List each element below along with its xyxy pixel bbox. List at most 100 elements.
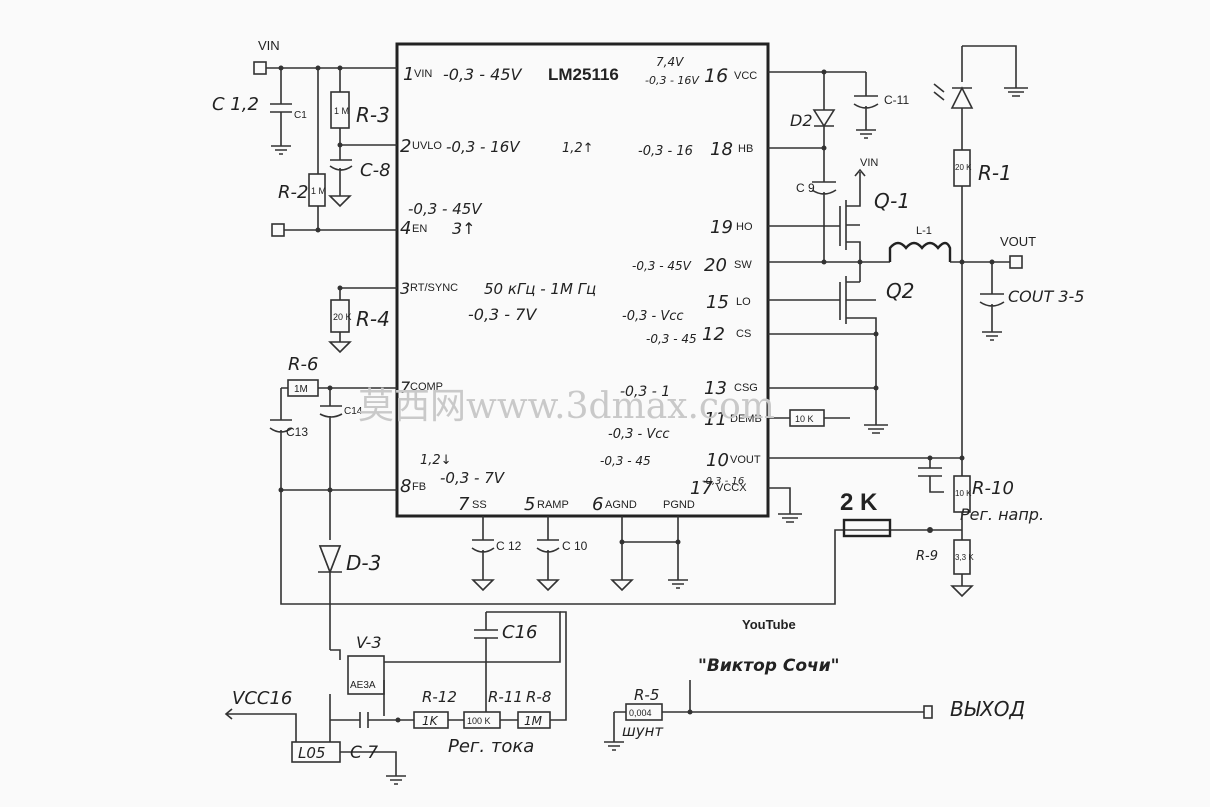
r10-label: R-10 bbox=[972, 478, 1014, 499]
ic-pin-vout: -0,3 - 45 10 VOUT bbox=[600, 450, 761, 471]
svg-text:10 K: 10 K bbox=[795, 414, 814, 424]
svg-text:1K: 1K bbox=[422, 714, 439, 728]
svg-text:-0,3 - 16: -0,3 - 16 bbox=[638, 144, 693, 159]
svg-text:20 K: 20 K bbox=[955, 163, 972, 172]
vout-label: VOUT bbox=[1000, 234, 1036, 249]
svg-text:7: 7 bbox=[400, 378, 411, 397]
q1-label: Q-1 bbox=[874, 189, 910, 213]
svg-text:0,004: 0,004 bbox=[629, 708, 652, 718]
r6-label: R-6 bbox=[288, 354, 318, 375]
svg-text:16: 16 bbox=[704, 65, 728, 87]
output-terminal bbox=[923, 705, 933, 719]
r4-label: R-4 bbox=[356, 307, 390, 331]
svg-text:10 K: 10 K bbox=[955, 489, 972, 498]
svg-text:L05: L05 bbox=[298, 744, 325, 762]
svg-text:LO: LO bbox=[736, 296, 751, 308]
svg-text:-0,3 - 16V: -0,3 - 16V bbox=[645, 74, 700, 87]
svg-text:20: 20 bbox=[704, 255, 727, 276]
svg-text:1,2↑: 1,2↑ bbox=[562, 141, 594, 156]
svg-text:-0,3 - 7V: -0,3 - 7V bbox=[468, 305, 537, 324]
svg-text:-0,3 - 16V: -0,3 - 16V bbox=[446, 138, 521, 156]
svg-text:DEMB: DEMB bbox=[730, 413, 762, 425]
ic-pin-en: -0,3 - 45V 4 EN 3↑ bbox=[400, 200, 483, 239]
c12b-label: C 12 bbox=[496, 539, 522, 553]
d3-label: D-3 bbox=[346, 551, 381, 575]
author-label: "Виктор Сочи" bbox=[698, 656, 839, 676]
v3-block bbox=[347, 655, 385, 695]
svg-text:17: 17 bbox=[690, 478, 713, 499]
svg-text:SW: SW bbox=[734, 259, 752, 271]
svg-text:-0,3 - 45V: -0,3 - 45V bbox=[443, 65, 523, 84]
r8-label: R-8 bbox=[526, 688, 551, 706]
ic-body bbox=[395, 42, 770, 518]
ic-pin-uvlo: 2 UVLO -0,3 - 16V 1,2↑ bbox=[400, 136, 594, 157]
watermark-text: 莫西网www.3dmax.com bbox=[358, 386, 775, 427]
svg-text:VCC: VCC bbox=[734, 70, 757, 82]
svg-text:CS: CS bbox=[736, 328, 751, 340]
svg-text:RT/SYNC: RT/SYNC bbox=[410, 282, 458, 294]
r2-resistor bbox=[308, 173, 326, 207]
ic-pin-rt-sync: 3 RT/SYNC 50 кГц - 1М Гц -0,3 - 7V bbox=[400, 279, 596, 324]
svg-text:AE3A: AE3A bbox=[350, 680, 376, 691]
ic-pin-ramp: 5 RAMP bbox=[524, 494, 569, 515]
svg-text:EN: EN bbox=[412, 223, 427, 235]
l1-inductor bbox=[888, 241, 952, 262]
svg-text:50 кГц - 1М Гц: 50 кГц - 1М Гц bbox=[484, 280, 596, 298]
svg-text:3: 3 bbox=[400, 279, 410, 298]
cout-label: COUT 3-5 bbox=[1008, 287, 1084, 306]
svg-text:4: 4 bbox=[400, 218, 411, 239]
vin-terminal bbox=[253, 61, 267, 75]
reg-current-label: Рег. тока bbox=[448, 736, 534, 757]
svg-text:VIN: VIN bbox=[414, 68, 432, 80]
d2-diode bbox=[812, 109, 836, 128]
svg-text:7: 7 bbox=[458, 494, 470, 515]
svg-text:HB: HB bbox=[738, 143, 753, 155]
svg-text:-0,3 - 45V: -0,3 - 45V bbox=[632, 259, 692, 273]
svg-text:-0,3 - Vcc: -0,3 - Vcc bbox=[608, 427, 670, 442]
r2-label: R-2 bbox=[278, 182, 308, 203]
svg-text:-0,3 - 16: -0,3 - 16 bbox=[702, 476, 744, 487]
ic-pin-cs: -0,3 - 45 12 CS bbox=[646, 324, 751, 346]
svg-text:1M: 1M bbox=[294, 384, 308, 395]
c7-label: C 7 bbox=[350, 743, 378, 763]
svg-text:19: 19 bbox=[710, 217, 733, 238]
q1-mosfet bbox=[839, 168, 866, 262]
svg-text:20 K: 20 K bbox=[333, 312, 352, 322]
svg-text:-0,3 - 45: -0,3 - 45 bbox=[646, 332, 697, 346]
svg-text:UVLO: UVLO bbox=[412, 140, 442, 152]
shunt-label: шунт bbox=[622, 722, 664, 740]
r5-label: R-5 bbox=[634, 686, 659, 704]
r11-label: R-11 bbox=[488, 688, 523, 706]
svg-text:1: 1 bbox=[403, 64, 414, 85]
ic-pin-hb: -0,3 - 16 18 HB bbox=[638, 139, 753, 160]
ic-pin-vcc: 7,4V -0,3 - 16V 16 VCC bbox=[645, 55, 757, 87]
output-label: ВЫХОД bbox=[950, 697, 1025, 721]
ic-pin-agnd: 6 AGND bbox=[592, 494, 637, 515]
ic-pin-ho: 19 HO bbox=[710, 217, 753, 238]
vout-terminal bbox=[1009, 255, 1023, 269]
svg-text:6: 6 bbox=[592, 494, 603, 515]
c9-label: C 9 bbox=[796, 181, 815, 195]
c1-small-label: C1 bbox=[294, 110, 307, 121]
c11-label: C-11 bbox=[884, 93, 909, 107]
two-k-note: 2 K bbox=[840, 489, 878, 516]
svg-text:100 K: 100 K bbox=[467, 716, 491, 726]
vin-label: VIN bbox=[258, 38, 280, 53]
svg-text:11: 11 bbox=[704, 409, 727, 430]
reg-volt-label: Рег. напр. bbox=[960, 505, 1044, 524]
svg-text:HO: HO bbox=[736, 221, 753, 233]
svg-text:3,3 K: 3,3 K bbox=[955, 553, 974, 562]
ic-pin-comp: 7 COMP bbox=[400, 378, 443, 397]
c12-label: C 1,2 bbox=[212, 94, 259, 115]
svg-text:1M: 1M bbox=[524, 714, 543, 728]
svg-text:VOUT: VOUT bbox=[730, 454, 761, 466]
c8-label: C-8 bbox=[360, 160, 391, 181]
svg-text:3↑: 3↑ bbox=[452, 219, 476, 238]
svg-text:1 M: 1 M bbox=[311, 186, 326, 196]
q2-mosfet bbox=[839, 276, 877, 390]
svg-text:13: 13 bbox=[704, 378, 727, 399]
svg-text:1,2↓: 1,2↓ bbox=[420, 453, 452, 468]
svg-text:-0,3 - Vcc: -0,3 - Vcc bbox=[622, 309, 684, 324]
svg-text:5: 5 bbox=[524, 494, 535, 515]
